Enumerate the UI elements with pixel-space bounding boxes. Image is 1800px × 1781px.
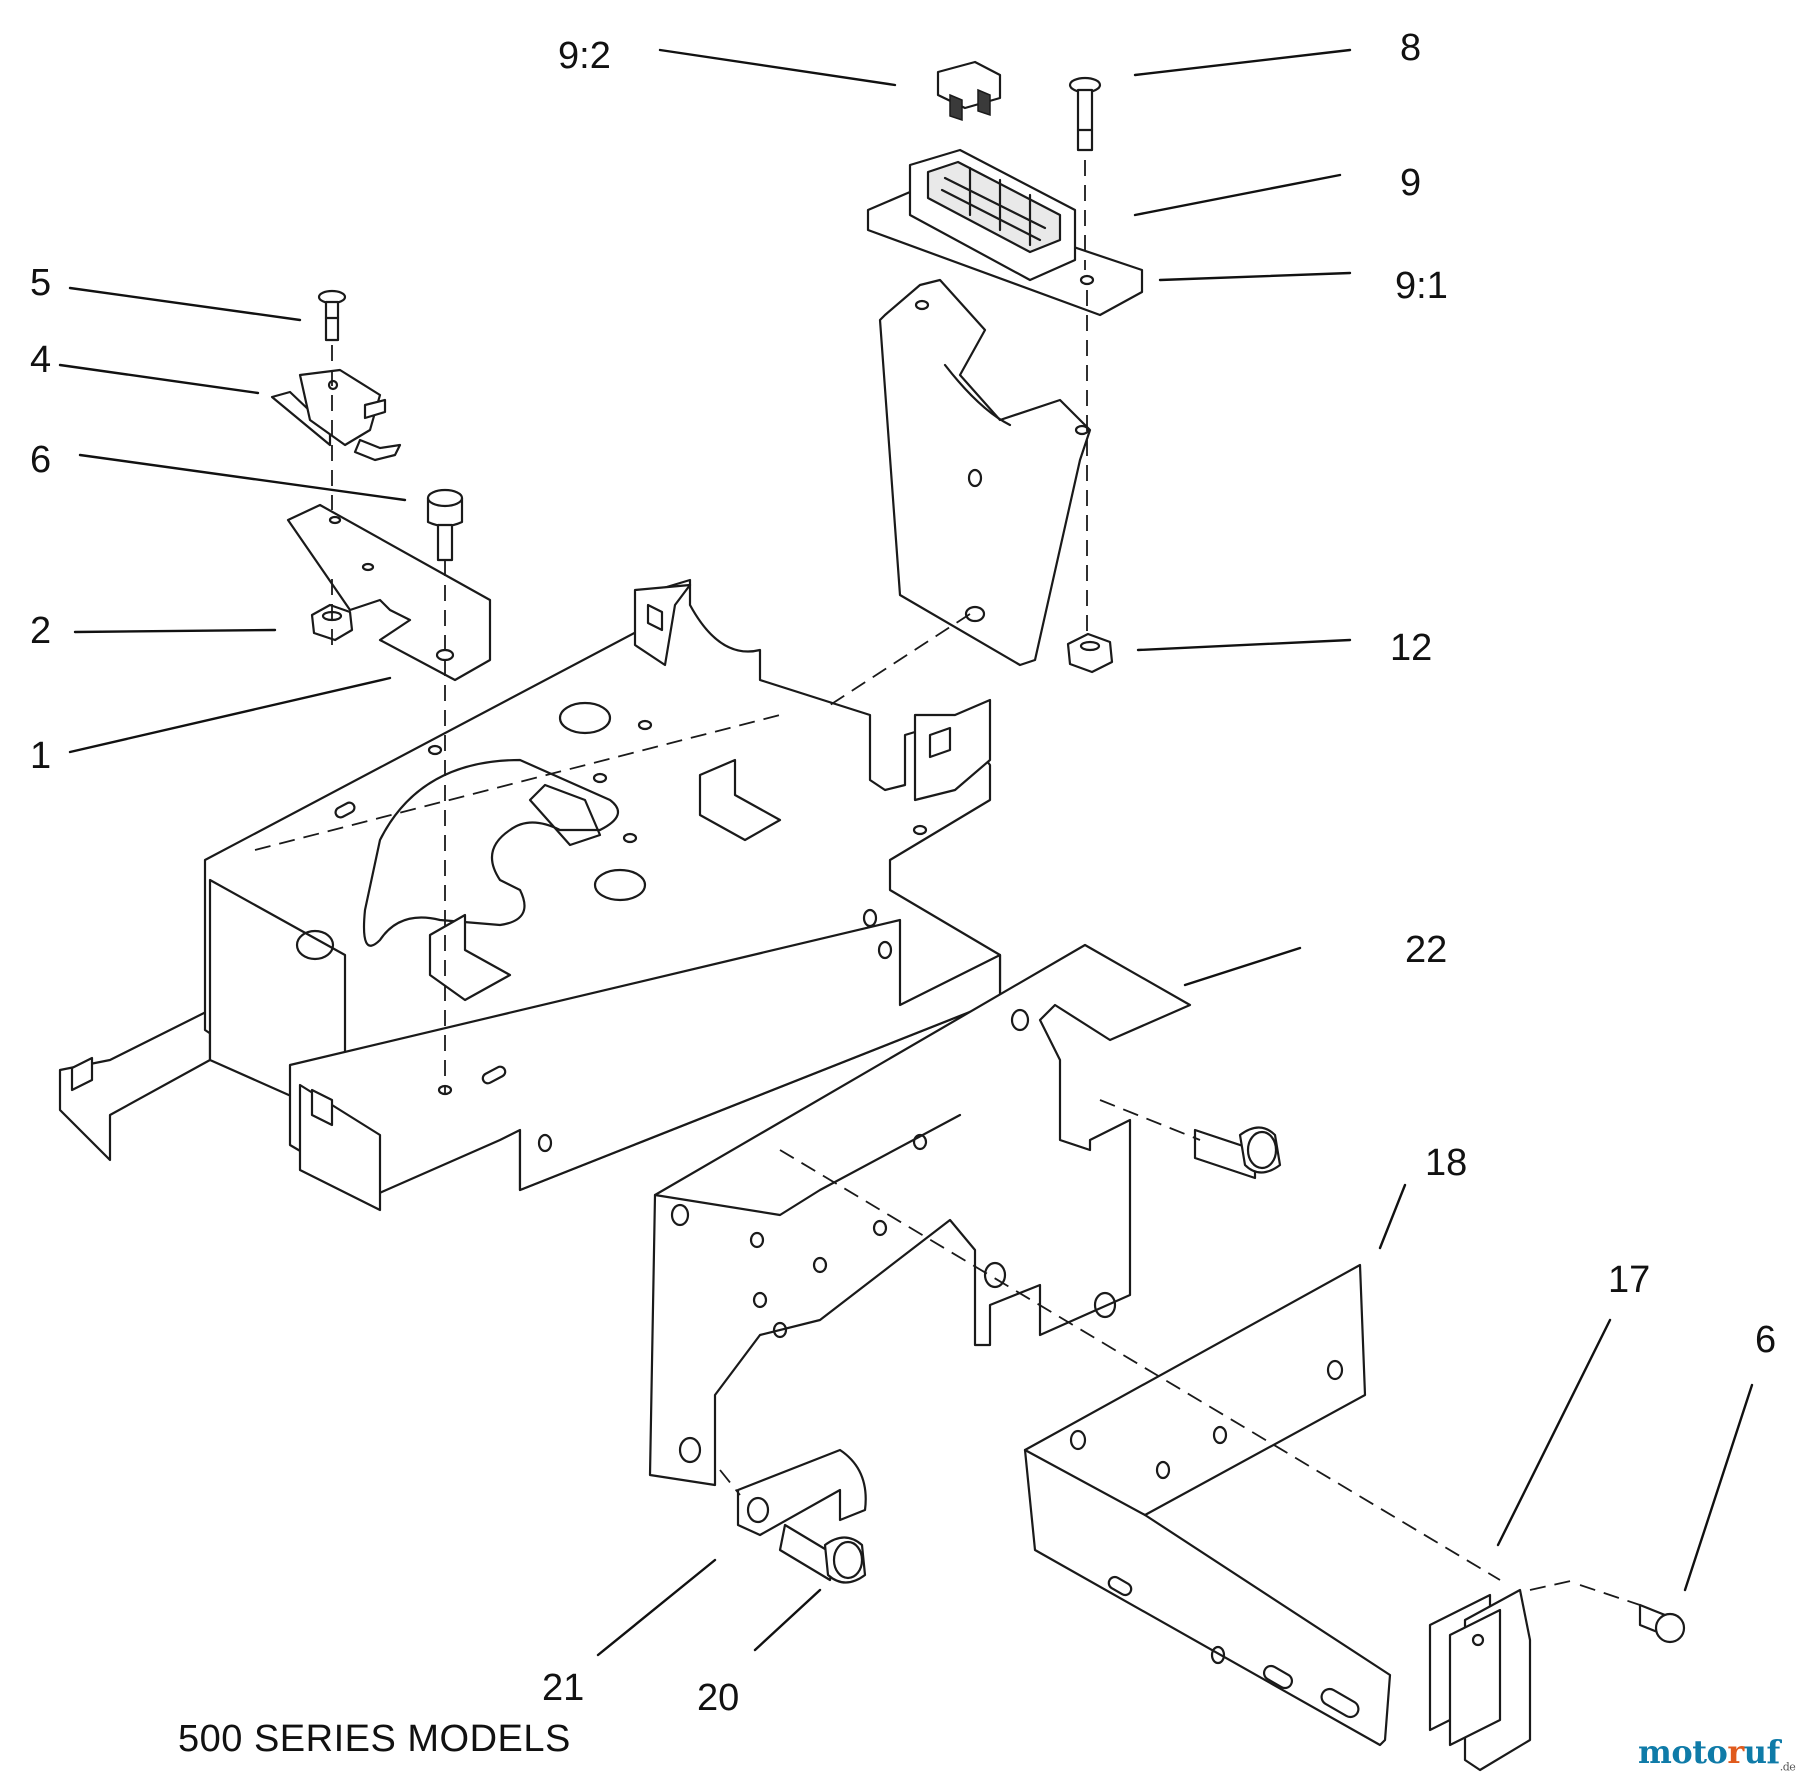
fuse-block <box>866 148 1144 317</box>
callout-9: 9 <box>1400 162 1421 204</box>
diagram-caption: 500 SERIES MODELS <box>178 1718 571 1760</box>
callout-18: 18 <box>1425 1142 1467 1184</box>
lower-bracket <box>648 943 1192 1487</box>
callout-8: 8 <box>1400 27 1421 69</box>
screw-5 <box>317 289 347 342</box>
screw-8 <box>1068 76 1102 152</box>
callout-2: 2 <box>30 610 51 652</box>
callout-21: 21 <box>542 1667 584 1709</box>
hex-screw-6 <box>1638 1603 1686 1644</box>
hex-nut-12 <box>1066 632 1114 674</box>
fuse <box>936 60 1002 122</box>
callout-17: 17 <box>1608 1259 1650 1301</box>
callout-9-1: 9:1 <box>1395 265 1448 307</box>
callout-6-lower: 6 <box>1755 1319 1776 1361</box>
fuse-block-bracket <box>878 278 1092 667</box>
leader-lines <box>58 48 1754 1657</box>
hex-bolt-22 <box>1193 1126 1282 1180</box>
micro-switch <box>270 368 402 462</box>
assembly-lines <box>254 160 1641 1606</box>
callout-labels: 9:2 8 9 9:1 5 4 6 2 12 1 22 18 17 6 21 2… <box>30 27 1776 1719</box>
callout-20: 20 <box>697 1677 739 1719</box>
callout-4: 4 <box>30 339 51 381</box>
callout-6-upper: 6 <box>30 439 51 481</box>
switch-bracket <box>286 503 492 682</box>
callout-1: 1 <box>30 735 51 777</box>
relay <box>1428 1588 1532 1772</box>
hex-bolt-20 <box>778 1523 867 1584</box>
callout-22: 22 <box>1405 929 1447 971</box>
motoruf-watermark: motoruf.de <box>1638 1733 1796 1774</box>
angle-bracket <box>1023 1263 1392 1747</box>
hex-bolt-6 <box>426 488 464 562</box>
callout-5: 5 <box>30 262 51 304</box>
callout-12: 12 <box>1390 627 1432 669</box>
callout-9-2: 9:2 <box>558 35 611 77</box>
cable-clamp <box>736 1448 867 1537</box>
main-mounting-plate <box>58 578 1002 1212</box>
